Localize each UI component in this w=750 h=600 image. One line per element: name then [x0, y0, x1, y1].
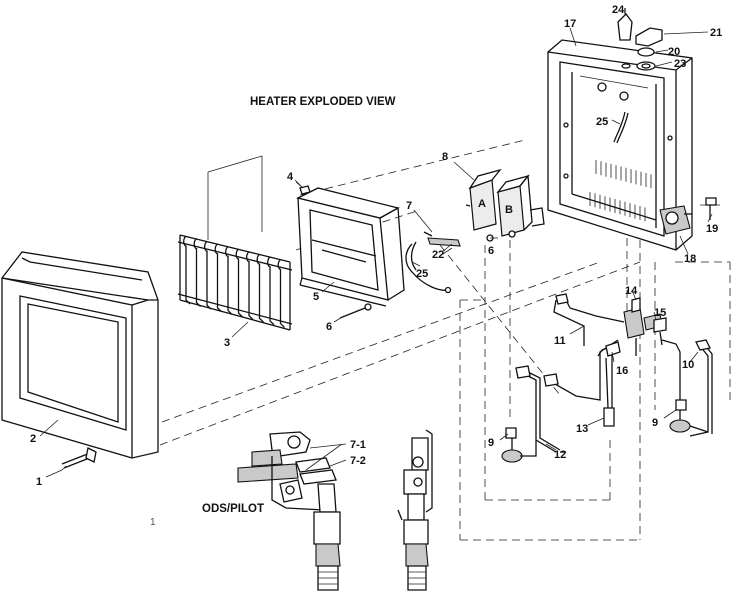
bracket-letter-a: A	[478, 198, 486, 210]
tube-part-25-upper	[613, 111, 629, 144]
tube-part-13	[597, 345, 615, 427]
sheet-mark: 1	[150, 517, 156, 528]
reflector-sheet	[207, 155, 263, 240]
fitting-part-15	[653, 317, 667, 346]
label-22: 22	[432, 249, 444, 261]
label-7-1: 7-1	[350, 439, 366, 451]
label-4: 4	[287, 171, 294, 183]
label-21: 21	[710, 27, 722, 39]
label-7-2: 7-2	[350, 455, 366, 467]
control-bracket-part-8: A B	[465, 168, 545, 242]
fitting-part-16	[605, 341, 621, 357]
label-18: 18	[684, 253, 696, 265]
label-13: 13	[576, 423, 588, 435]
label-5: 5	[313, 291, 319, 303]
screw-part-4	[294, 179, 311, 195]
label-16: 16	[616, 365, 628, 377]
ods-pilot-detail-left	[237, 431, 343, 591]
knob-assembly	[617, 8, 663, 71]
grill-bar	[267, 256, 275, 326]
label-10: 10	[682, 359, 694, 371]
grill-part-3	[177, 234, 293, 331]
label-19: 19	[706, 223, 718, 235]
label-9-left: 9	[488, 437, 494, 449]
tube-part-10	[661, 339, 713, 437]
label-17: 17	[564, 18, 576, 30]
grill-bar	[235, 248, 243, 318]
assembly-guide-lines	[159, 95, 731, 541]
grill-bar	[214, 243, 222, 313]
grill-bar	[225, 245, 233, 315]
label-24: 24	[612, 4, 625, 16]
label-25-lower: 25	[416, 268, 428, 280]
label-6-left: 6	[326, 321, 332, 333]
label-14: 14	[625, 285, 638, 297]
label-1: 1	[36, 476, 42, 488]
ods-pilot-title: ODS/PILOT	[202, 503, 264, 515]
bracket-letter-b: B	[505, 204, 513, 216]
label-2: 2	[30, 433, 36, 445]
label-7: 7	[406, 200, 412, 212]
ods-pilot-detail-right	[397, 429, 433, 591]
nut-part-9-left	[501, 427, 537, 463]
front-panel-part	[1, 251, 159, 459]
screw-part-1	[61, 447, 97, 471]
label-20: 20	[668, 46, 680, 58]
grill-bar	[277, 258, 285, 328]
nut-part-9-right	[669, 399, 709, 433]
label-25-upper: 25	[596, 116, 608, 128]
label-15: 15	[654, 307, 666, 319]
leader-lines	[39, 8, 713, 478]
label-23: 23	[674, 58, 686, 70]
tube-part-11	[553, 293, 625, 346]
grill-bar	[204, 240, 212, 310]
grill-bar	[246, 251, 254, 321]
label-6-right: 6	[488, 245, 494, 257]
burner-housing-part-5	[296, 187, 405, 307]
grill-bar	[193, 238, 201, 308]
screw-part-6-left	[339, 303, 372, 319]
part-labels: 1 2 3 4 5 6 6 7 8 9 9 10 11 12 13 14 15 …	[30, 4, 722, 488]
label-11: 11	[554, 335, 566, 347]
tube-part-12	[515, 339, 619, 453]
thermocouple-part-7	[405, 231, 461, 294]
grill-bar	[183, 235, 191, 305]
cabinet-part-17	[547, 39, 693, 251]
regulator-part-18	[659, 205, 692, 235]
valve-part-14	[623, 297, 663, 356]
diagram-title: HEATER EXPLODED VIEW	[250, 96, 396, 108]
grill-bar	[256, 253, 264, 323]
label-8: 8	[442, 151, 448, 163]
label-3: 3	[224, 337, 230, 349]
label-9-right: 9	[652, 417, 658, 429]
label-12: 12	[554, 449, 566, 461]
